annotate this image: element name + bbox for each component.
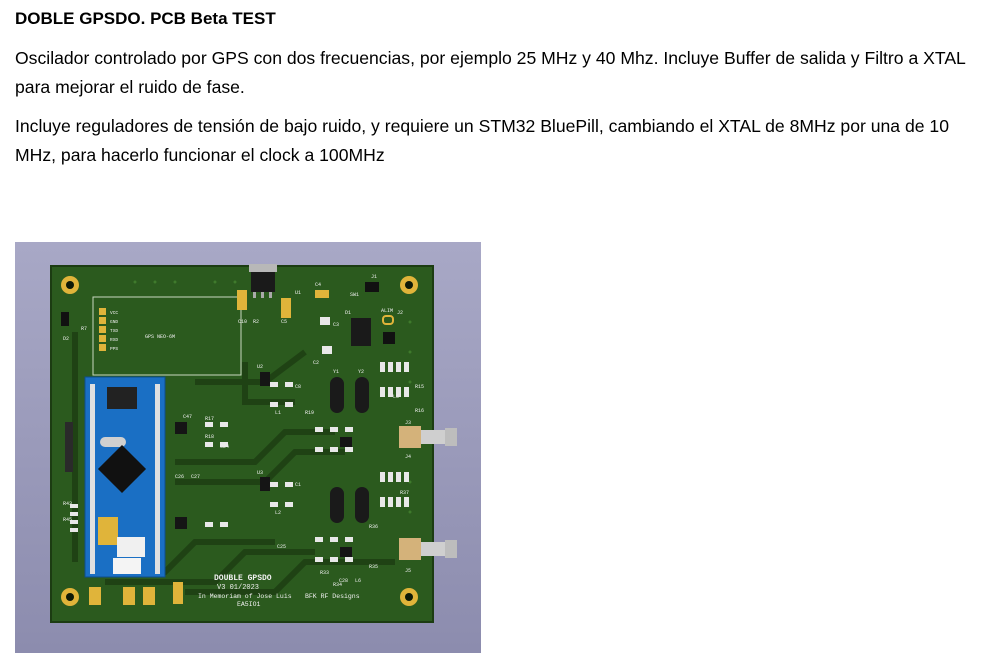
svg-text:R2: R2 (253, 319, 259, 325)
svg-text:R37: R37 (400, 490, 409, 496)
capacitor-c5 (281, 298, 291, 318)
board-version: V3 01/2023 (217, 584, 259, 592)
paragraph-1: Oscilador controlado por GPS con dos fre… (15, 48, 966, 97)
board-title-block: DOUBLE GPSDO V3 01/2023 In Memoriam of J… (198, 574, 360, 608)
ics (175, 372, 352, 557)
gps-module-outline (92, 296, 242, 376)
svg-text:C4: C4 (315, 282, 321, 288)
svg-text:C47: C47 (183, 414, 192, 420)
svg-text:R18: R18 (205, 434, 214, 440)
svg-text:L2: L2 (275, 510, 281, 516)
gps-module-label: GPS NEO-6M (145, 334, 175, 340)
connector-j2 (383, 332, 395, 344)
sma-connector-j5 (399, 538, 457, 560)
diode-d1 (351, 318, 371, 346)
header-d2 (61, 312, 69, 326)
svg-text:U2: U2 (257, 364, 263, 370)
capacitor-c10 (237, 290, 247, 310)
capacitor-c4 (315, 290, 329, 298)
svg-text:R16: R16 (415, 408, 424, 414)
svg-text:L1: L1 (275, 410, 281, 416)
svg-text:PPS: PPS (110, 346, 118, 352)
svg-text:L5: L5 (393, 394, 399, 400)
svg-text:C1: C1 (295, 482, 301, 488)
svg-text:C2: C2 (313, 360, 319, 366)
left-resistors (70, 504, 78, 532)
svg-text:Y1: Y1 (333, 369, 339, 375)
switch-sw1 (365, 282, 379, 292)
svg-text:R43: R43 (63, 501, 72, 507)
svg-text:SW1: SW1 (350, 292, 359, 298)
svg-text:J2: J2 (397, 310, 403, 316)
svg-text:R19: R19 (305, 410, 314, 416)
pcb-render: GPS NEO-6M VCC GND TXD RXD PPS (50, 264, 457, 623)
svg-text:J5: J5 (405, 568, 411, 574)
svg-text:D1: D1 (345, 310, 351, 316)
svg-text:C3: C3 (333, 322, 339, 328)
left-header (65, 422, 73, 472)
board-designer: BFK RF Designs (305, 593, 360, 600)
bottom-pads (89, 582, 183, 605)
sma-connector-j4 (399, 426, 457, 448)
svg-text:TXD: TXD (110, 328, 118, 334)
svg-text:R17: R17 (205, 416, 214, 422)
svg-text:VCC: VCC (110, 310, 118, 316)
svg-text:C26: C26 (175, 474, 184, 480)
svg-text:C5: C5 (281, 319, 287, 325)
svg-text:C24: C24 (220, 444, 229, 450)
document: DOBLE GPSDO. PCB Beta TEST Oscilador con… (15, 6, 985, 180)
svg-text:R34: R34 (333, 582, 342, 588)
board-memoriam: In Memoriam of Jose Luis (198, 593, 292, 600)
svg-text:D2: D2 (63, 336, 69, 342)
svg-text:C28: C28 (339, 578, 348, 584)
pcb-photo: GPS NEO-6M VCC GND TXD RXD PPS (15, 242, 481, 653)
crystals (330, 377, 369, 523)
smd-parts (205, 362, 409, 562)
svg-text:GND: GND (110, 319, 118, 325)
svg-text:ALIM: ALIM (381, 308, 393, 314)
bluepill-board (84, 376, 166, 578)
svg-text:R45: R45 (63, 517, 72, 523)
capacitor-c3 (320, 317, 330, 325)
svg-text:RXD: RXD (110, 337, 118, 343)
svg-text:R7: R7 (81, 326, 87, 332)
svg-text:C25: C25 (277, 544, 286, 550)
svg-text:C10: C10 (238, 319, 247, 325)
svg-text:C8: C8 (295, 384, 301, 390)
svg-text:J3: J3 (405, 420, 411, 426)
silkscreen-labels: C10 R2 C5 C4 U1 SW1 J1 ALIM J2 C3 C2 D1 … (63, 274, 424, 588)
connector-alim (382, 315, 394, 325)
svg-text:R35: R35 (369, 564, 378, 570)
svg-text:U1: U1 (295, 290, 301, 296)
voltage-regulator (249, 264, 277, 298)
board-callsign: EA5IO1 (237, 601, 261, 608)
svg-text:Y2: Y2 (358, 369, 364, 375)
svg-text:L6: L6 (355, 578, 361, 584)
capacitor-c2 (322, 346, 332, 354)
gps-header: VCC GND TXD RXD PPS (99, 308, 118, 352)
mounting-holes (61, 276, 418, 606)
svg-text:C27: C27 (191, 474, 200, 480)
document-title: DOBLE GPSDO. PCB Beta TEST (15, 9, 276, 28)
svg-text:R15: R15 (415, 384, 424, 390)
paragraph-2: Incluye reguladores de tensión de bajo r… (15, 116, 949, 165)
svg-text:R36: R36 (369, 524, 378, 530)
svg-text:J1: J1 (371, 274, 377, 280)
svg-text:R33: R33 (320, 570, 329, 576)
board-title: DOUBLE GPSDO (214, 574, 272, 583)
svg-text:J4: J4 (405, 454, 411, 460)
svg-text:U3: U3 (257, 470, 263, 476)
